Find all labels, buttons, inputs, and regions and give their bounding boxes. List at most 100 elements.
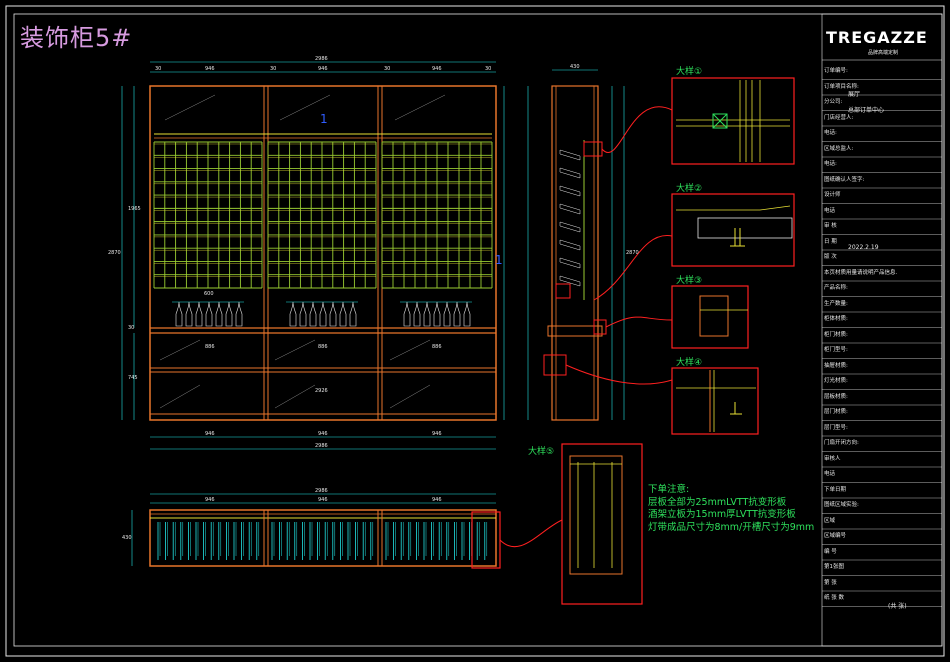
title-block-row: 门店经营人: [824,114,854,121]
title-block-row: 层板材质: [824,393,848,400]
front-dimensions [121,61,505,450]
title-block-row: 图纸区域实验: [824,502,859,508]
divider-1 [263,85,269,421]
title-block-row: 版 次 [824,254,837,260]
dim-bay-1: 946 [205,66,215,72]
title-block-row: 分公司: [824,99,843,105]
dim-total-width: 2986 [315,56,328,62]
dim-gap-2: 30 [270,66,277,72]
title-block-row: 编 号 [824,548,837,555]
title-block-row: 总部订单中心 [848,106,885,114]
title-block-row: 第1张图 [824,564,844,570]
dim-gap-3: 30 [384,66,391,72]
title-block-row: 电话 [824,207,836,214]
notes-line-2: 酒架立板为15mm厚LVTT抗变形板 [648,509,796,520]
divider-2 [377,85,383,421]
detail-label-3: 大样③ [676,276,703,286]
detail-3 [671,285,749,349]
dim-plan-total: 2986 [315,488,328,494]
bottle-rack [172,301,472,327]
dim-side-height: 2870 [626,250,639,256]
dim-bottle-width: 600 [204,291,214,297]
side-section [543,85,607,421]
title-block-row: 图纸确认人签字: [824,176,865,183]
title-block-row: 电话: [824,130,837,136]
title-block-row: 设计师 [824,192,841,198]
brand-logo-subtitle: 品牌高端定制 [868,50,899,56]
sheet-title: 装饰柜5# [20,24,133,52]
dim-drawer-3: 886 [432,344,442,350]
title-block-row: 生产数量: [824,300,848,307]
title-block-row: 区域编号 [824,533,847,539]
sheet-inner-border [13,13,943,647]
detail-label-4: 大样④ [676,358,703,368]
dim-side-depth: 430 [570,64,580,70]
dim-bottom-total: 2986 [315,443,328,449]
dim-bottom-bay-2: 946 [318,431,328,437]
dim-gap-4: 30 [485,66,492,72]
dim-plan-bay-3: 946 [432,497,442,503]
brand-logo: TREGAZZE [826,28,928,47]
title-block-row: 柜门材质: [824,331,848,338]
detail-label-1: 大样① [676,67,703,77]
title-block-row: 2022.2.19 [848,244,879,251]
detail-5 [561,443,643,605]
title-block-row: 下单日期 [824,486,847,493]
detail-label-2: 大样② [676,184,703,194]
detail-1 [671,77,795,165]
side-dimensions [527,69,625,420]
dim-plan-depth: 430 [122,535,132,541]
dim-bay-3: 946 [432,66,442,72]
dim-drawer-1: 886 [205,344,215,350]
title-block-row: 订单项目名称: [824,83,859,90]
dim-drawer-2: 886 [318,344,328,350]
detail-2 [671,193,795,267]
dim-bottom-bay-3: 946 [432,431,442,437]
title-block-row: 门扇开闭方向: [824,440,859,446]
title-block-lines [822,79,942,607]
detail-label-5: 大样⑤ [528,447,555,457]
dim-upper-height: 1965 [128,206,141,212]
title-block-row: 抽屉材质: [824,362,848,369]
title-block-frame [821,13,943,647]
cabinet-outline [149,85,497,421]
title-block-row: 审核人 [824,455,841,462]
title-block: 订单编号: 订单项目名称:展厅分公司: 总部订单中心门店经营人: 电话: 区域总监人: 电… [822,14,942,644]
dim-mid: 30 [128,325,135,331]
leader-lines [499,106,673,548]
title-block-row: 区域 [824,517,836,524]
notes-line-3: 灯带成品尺寸为8mm/开槽尺寸为9mm [648,521,815,533]
title-block-row: 展厅 [848,91,861,98]
marker-label-1: 1 [320,112,328,126]
dim-gap-1: 30 [155,66,162,72]
title-block-row: 层门型号: [824,424,848,431]
title-block-row: 灯光材质: [824,378,848,384]
dim-height-total: 2870 [108,250,121,256]
dim-bottom-bay-1: 946 [205,431,215,437]
title-block-row: 电话 [824,471,836,477]
dim-plan-bay-1: 946 [205,497,215,503]
marker-label-2: 1 [495,253,503,267]
front-elevation [149,85,497,421]
title-block-row: 产品名称: [824,285,848,291]
dim-lower-height: 745 [128,375,138,381]
title-block-row: 柜门型号: [824,347,848,353]
dim-plan-bay-2: 946 [318,497,328,503]
plan-dimensions [131,493,496,566]
title-block-row: 第 张 [824,579,837,586]
glass-hatching [159,94,446,409]
title-block-row: (共 张) [888,602,907,610]
title-block-row: 纸 张 数 [824,595,844,601]
title-block-row: 电话: [824,161,837,167]
sheet-border [5,5,945,657]
title-block-row: 订单编号: [824,68,848,74]
title-block-row: 审 核 [824,223,837,229]
notes-heading: 下单注意: [648,484,690,495]
title-block-row: 区域总监人: [824,145,854,152]
title-block-row: 本页材质用量请说明产品信息. [824,269,898,276]
plan-view [149,509,501,569]
wine-grid [153,141,493,289]
order-notes: 下单注意: 层板全部为25mmLVTT抗变形板 酒架立板为15mm厚LVTT抗变… [648,484,814,534]
title-block-row: 柜体材质: [824,316,848,322]
